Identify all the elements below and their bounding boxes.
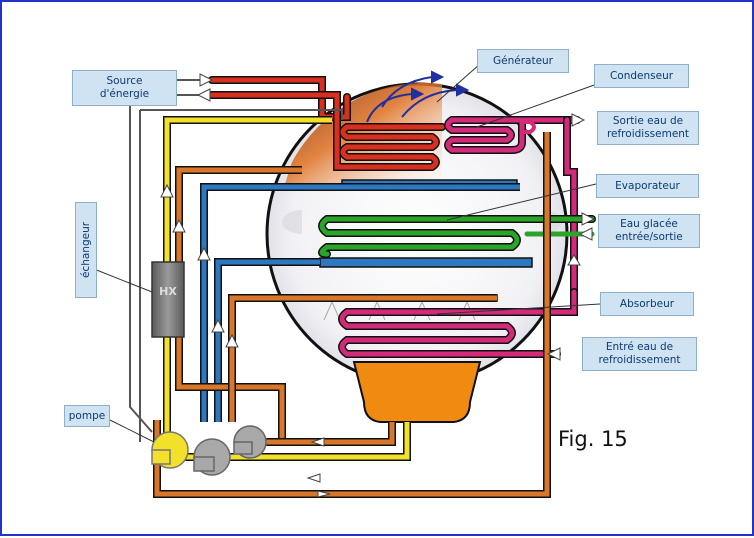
heat-exchanger [151,261,185,338]
label-evaporator: Evaporateur [596,174,699,198]
label-heat-exchanger: échangeur [75,202,97,298]
label-cooling-water-outlet: Sortie eau de refroidissement [597,111,699,145]
label-condenser: Condenseur [594,64,689,88]
label-energy-source: Source d'énergie [72,70,177,106]
label-chilled-water: Eau glacée entrée/sortie [598,214,700,248]
figure-caption: Fig. 15 [558,427,628,451]
pumps [151,425,267,476]
flow-arrows [160,73,596,498]
label-absorber: Absorbeur [600,292,694,316]
hx-label: HX [159,285,177,298]
absorber-coil [338,288,578,358]
refrigerant-pipe [200,183,520,422]
label-pump: pompe [64,405,110,427]
label-generator: Générateur [477,49,569,73]
vapor-arrows [366,70,470,123]
label-leaders [88,63,601,443]
solution-reservoir [352,361,482,423]
label-cooling-water-inlet: Entré eau de refroidissement [582,337,697,371]
